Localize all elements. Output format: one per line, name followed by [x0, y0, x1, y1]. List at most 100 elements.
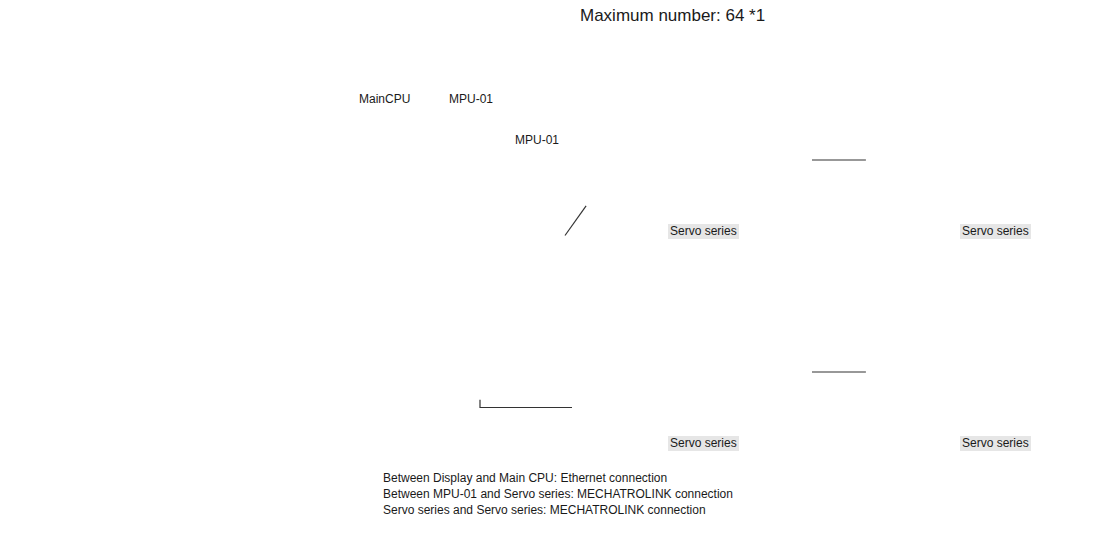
rack-side [1064, 52, 1108, 257]
mechatrolink-cable [480, 400, 572, 408]
heading-note: Maximum number: 64 *1 [580, 6, 765, 26]
cable-line [812, 159, 866, 160]
rack-side [773, 264, 818, 469]
base-panel [637, 375, 654, 431]
module-front [862, 93, 1064, 155]
module-divider [494, 224, 495, 292]
base-power [862, 155, 896, 257]
module-front [862, 305, 1064, 367]
slot-line [672, 52, 717, 93]
cable-line [812, 371, 866, 372]
slot-line [929, 264, 973, 305]
slot-line [997, 52, 1041, 93]
plc-rack: Servo series [862, 264, 1108, 469]
cable-line [480, 400, 572, 408]
module-front [570, 305, 773, 367]
leader-line [468, 111, 470, 196]
connection-note: Between Display and Main CPU: Ethernet c… [383, 471, 667, 486]
module-divider [1030, 305, 1031, 367]
module-divider [739, 305, 740, 367]
power-top [308, 180, 387, 224]
rack-base [862, 155, 1064, 257]
display-vent [144, 120, 148, 180]
hub-port [165, 304, 175, 312]
base-power [308, 292, 339, 402]
power-module [570, 93, 604, 155]
display-panel [4, 62, 152, 252]
module-divider [671, 93, 672, 155]
mechatrolink-cable [565, 206, 586, 236]
power-module [570, 305, 604, 367]
rack-label: Servo series [960, 224, 1031, 239]
module-divider [963, 93, 964, 155]
rack-side [773, 52, 818, 257]
module-divider [996, 305, 997, 367]
power-top [862, 52, 940, 93]
slot-line [929, 52, 973, 93]
plc-rack: Servo series [570, 264, 818, 469]
hub-led [133, 305, 136, 308]
module-divider [929, 305, 930, 367]
rack-top [308, 180, 573, 224]
connection-note: Between MPU-01 and Servo series: MECHATR… [383, 487, 733, 502]
module-front [308, 224, 525, 292]
slot-line [705, 264, 750, 305]
slot-line [1030, 52, 1074, 93]
module-label: MainCPU [357, 92, 412, 107]
hub-port [225, 310, 235, 318]
slot-line [401, 180, 449, 224]
module-divider [671, 305, 672, 367]
hub-port [180, 305, 190, 313]
slot-line [494, 180, 542, 224]
plc-rack: Servo series [570, 52, 818, 257]
display-top [8, 62, 152, 70]
base-power [570, 367, 604, 469]
rack-side [1064, 264, 1108, 469]
power-top [570, 52, 649, 93]
hub-port [195, 307, 205, 315]
module-divider [637, 305, 638, 367]
rack-top [570, 52, 818, 93]
leader-line [530, 153, 535, 200]
ethernet-cable [78, 252, 124, 296]
rack-top [570, 264, 818, 305]
base-panel [928, 163, 945, 219]
module-divider [705, 305, 706, 367]
ethernet-hub [122, 260, 300, 342]
module-divider [370, 224, 371, 292]
plc-rack: Servo series [862, 52, 1108, 257]
hub-side [252, 270, 300, 342]
rack-base [308, 292, 525, 402]
slot-line [638, 52, 683, 93]
slot-line [370, 180, 418, 224]
mechatrolink-cable [812, 372, 866, 373]
module-front [570, 93, 773, 155]
power-module [862, 305, 896, 367]
slot-line [638, 264, 683, 305]
slot-line [432, 180, 480, 224]
slot-line [739, 52, 784, 93]
hub-port [210, 308, 220, 316]
slot-line [739, 264, 784, 305]
slot-line [963, 264, 1007, 305]
module-divider [996, 93, 997, 155]
power-module [308, 224, 339, 292]
base-power [570, 155, 604, 257]
hub-led [139, 306, 142, 309]
hub-top [122, 260, 300, 303]
module-divider [637, 93, 638, 155]
base-panel [928, 375, 945, 431]
rack-label: Servo series [668, 436, 739, 451]
rack-outline [308, 180, 573, 402]
rack-base [570, 367, 773, 469]
power-top [862, 264, 940, 305]
display-screen [14, 80, 130, 238]
ethernet-cable [300, 291, 310, 292]
slot-line [672, 264, 717, 305]
module-divider [432, 224, 433, 292]
module-divider [401, 224, 402, 292]
mechatrolink-cable [812, 160, 866, 161]
module-divider [963, 305, 964, 367]
